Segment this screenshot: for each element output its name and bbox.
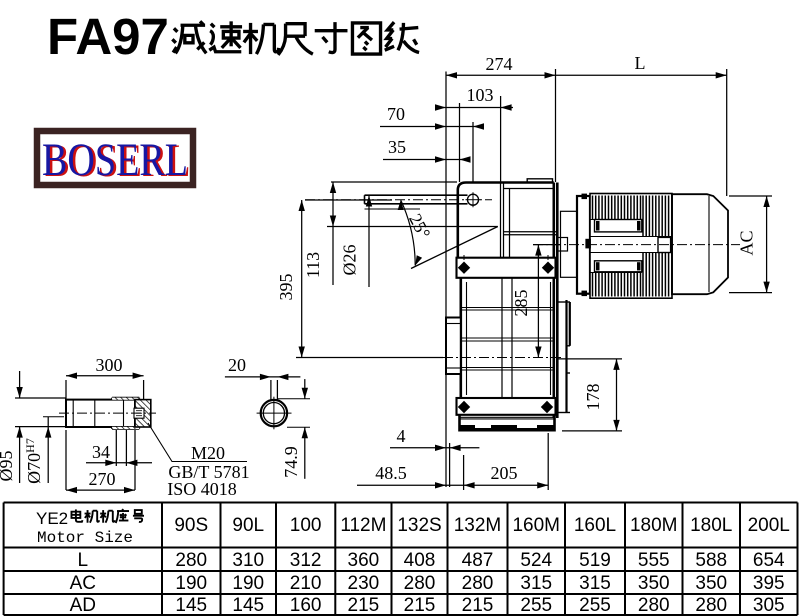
svg-text:200L: 200L: [748, 515, 790, 536]
svg-text:230: 230: [348, 573, 380, 594]
svg-text:20: 20: [228, 355, 246, 375]
svg-text:350: 350: [638, 573, 670, 594]
svg-text:160L: 160L: [574, 515, 616, 536]
svg-text:255: 255: [579, 595, 611, 616]
svg-text:180L: 180L: [690, 515, 732, 536]
svg-text:BOSERL: BOSERL: [45, 135, 191, 187]
svg-text:160: 160: [290, 595, 322, 616]
svg-text:103: 103: [467, 85, 494, 105]
svg-text:145: 145: [175, 595, 207, 616]
svg-text:310: 310: [232, 550, 264, 571]
svg-text:280: 280: [175, 550, 207, 571]
svg-text:312: 312: [290, 550, 322, 571]
svg-text:YE2: YE2: [36, 509, 68, 528]
svg-text:35: 35: [388, 137, 406, 157]
svg-text:285: 285: [511, 290, 531, 317]
svg-text:524: 524: [520, 550, 552, 571]
svg-text:145: 145: [232, 595, 264, 616]
svg-text:Motor Size: Motor Size: [37, 529, 133, 547]
svg-text:M20: M20: [191, 443, 225, 463]
svg-text:215: 215: [462, 595, 494, 616]
svg-text:215: 215: [348, 595, 380, 616]
svg-text:74.9: 74.9: [281, 446, 301, 478]
svg-text:190: 190: [175, 573, 207, 594]
svg-text:AC: AC: [70, 573, 96, 594]
svg-text:305: 305: [753, 595, 785, 616]
svg-text:280: 280: [638, 595, 670, 616]
svg-text:FA97: FA97: [47, 8, 169, 65]
svg-text:315: 315: [520, 573, 552, 594]
svg-text:654: 654: [753, 550, 785, 571]
svg-text:90S: 90S: [174, 515, 208, 536]
svg-text:395: 395: [276, 274, 296, 301]
svg-text:25°: 25°: [405, 210, 434, 242]
svg-text:178: 178: [583, 384, 603, 411]
svg-text:519: 519: [579, 550, 611, 571]
svg-text:70: 70: [387, 104, 405, 124]
svg-text:112M: 112M: [340, 515, 386, 536]
svg-text:350: 350: [695, 573, 727, 594]
svg-text:280: 280: [462, 573, 494, 594]
svg-text:487: 487: [462, 550, 494, 571]
svg-text:274: 274: [486, 54, 513, 74]
svg-text:L: L: [635, 53, 646, 73]
svg-text:360: 360: [348, 550, 380, 571]
svg-text:555: 555: [638, 550, 670, 571]
svg-text:280: 280: [695, 595, 727, 616]
svg-text:GB/T 5781: GB/T 5781: [168, 462, 249, 482]
svg-text:210: 210: [290, 573, 322, 594]
svg-text:4: 4: [397, 426, 406, 446]
svg-text:Ø70H7: Ø70H7: [23, 438, 44, 484]
svg-text:315: 315: [579, 573, 611, 594]
svg-text:190: 190: [232, 573, 264, 594]
svg-text:Ø26: Ø26: [340, 245, 360, 276]
svg-text:113: 113: [303, 252, 323, 278]
svg-text:300: 300: [96, 355, 123, 375]
svg-text:AC: AC: [737, 230, 757, 255]
svg-text:588: 588: [695, 550, 727, 571]
svg-text:180M: 180M: [630, 515, 678, 536]
svg-text:48.5: 48.5: [375, 463, 407, 483]
svg-text:34: 34: [92, 442, 110, 462]
svg-text:AD: AD: [70, 595, 96, 616]
svg-text:160M: 160M: [512, 515, 560, 536]
svg-text:90L: 90L: [232, 515, 264, 536]
svg-text:Ø95: Ø95: [0, 451, 16, 482]
svg-text:280: 280: [404, 573, 436, 594]
svg-text:L: L: [78, 550, 89, 571]
svg-text:395: 395: [753, 573, 785, 594]
svg-text:255: 255: [520, 595, 552, 616]
svg-text:215: 215: [404, 595, 436, 616]
svg-text:BOSERL: BOSERL: [42, 134, 188, 186]
svg-text:100: 100: [290, 515, 322, 536]
svg-text:ISO 4018: ISO 4018: [167, 479, 237, 499]
svg-text:270: 270: [89, 469, 116, 489]
svg-text:132M: 132M: [454, 515, 502, 536]
svg-text:408: 408: [404, 550, 436, 571]
svg-text:205: 205: [491, 463, 518, 483]
svg-text:132S: 132S: [397, 515, 441, 536]
